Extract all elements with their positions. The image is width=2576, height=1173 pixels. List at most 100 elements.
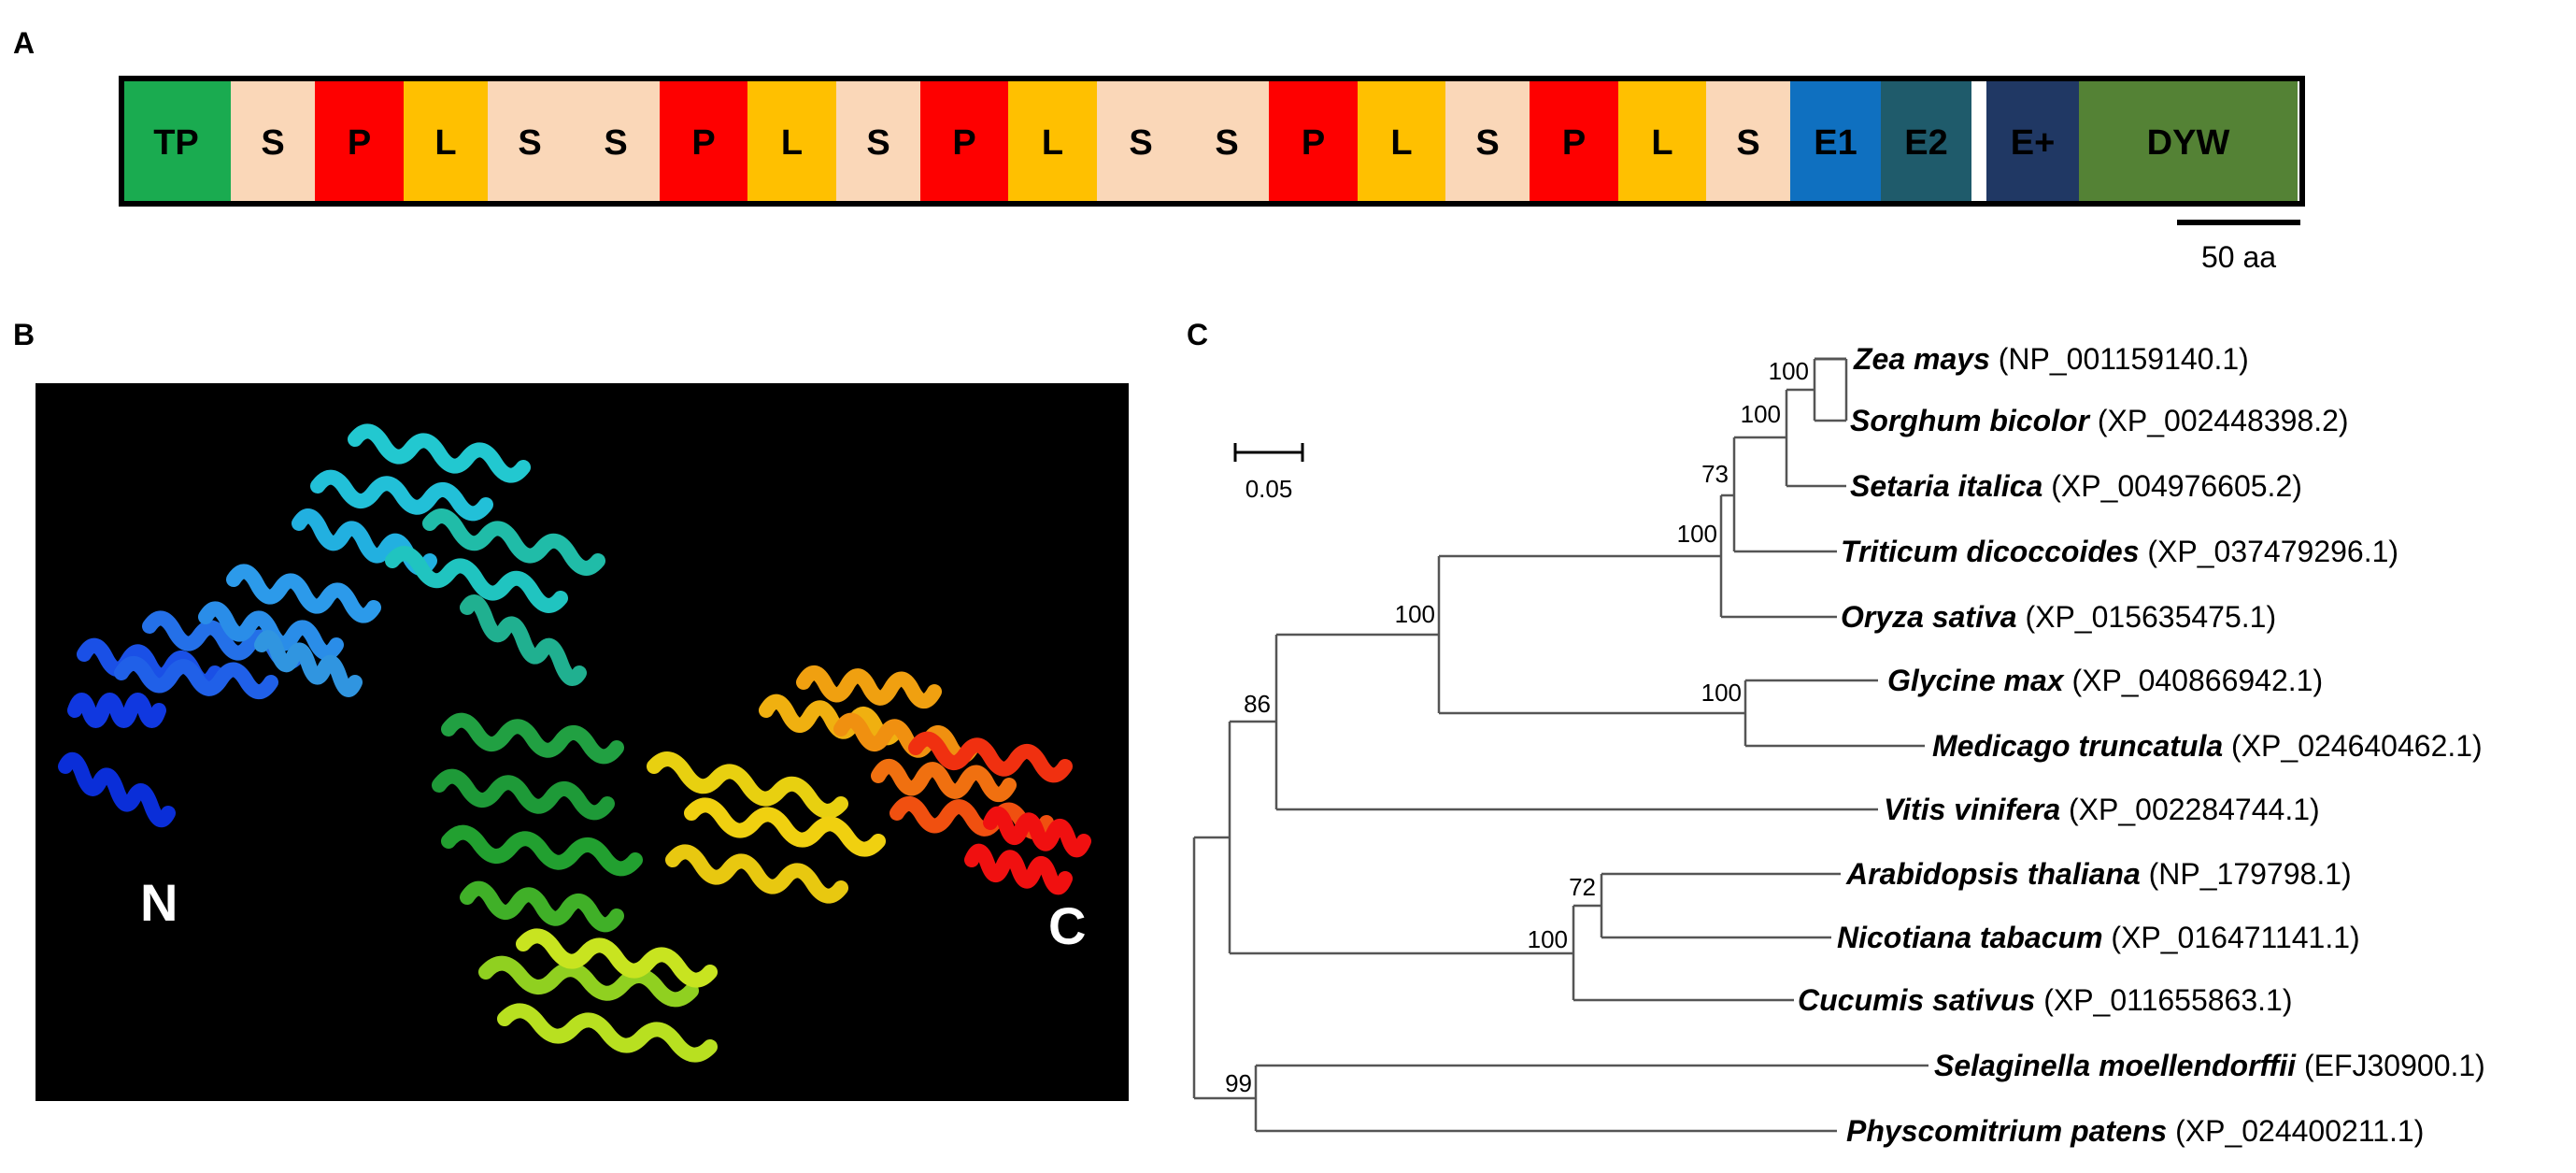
domain-segment-s-15 — [1445, 79, 1530, 204]
taxon-label-5: Glycine max (XP_040866942.1) — [1887, 664, 2323, 697]
taxon-label-4: Oryza sativa (XP_015635475.1) — [1841, 600, 2276, 634]
taxon-species-11: Selaginella moellendorffii — [1934, 1049, 2297, 1082]
taxon-species-10: Cucumis sativus — [1798, 983, 2035, 1017]
taxon-label-11: Selaginella moellendorffii (EFJ30900.1) — [1934, 1049, 2485, 1082]
helix-ribbon-7 — [254, 630, 363, 697]
taxon-species-9: Nicotiana tabacum — [1837, 921, 2103, 954]
domain-segment-p-6 — [660, 79, 747, 204]
helix-ribbon-11 — [385, 546, 568, 613]
helix-ribbon-19 — [497, 1003, 718, 1063]
helix-ribbons — [58, 423, 1091, 1063]
helix-ribbon-10 — [348, 423, 531, 483]
taxon-accession-1: (XP_002448398.2) — [2089, 404, 2349, 437]
taxon-label-3: Triticum dicoccoides (XP_037479296.1) — [1841, 535, 2398, 568]
helix-ribbon-0 — [58, 751, 176, 828]
taxon-species-2: Setaria italica — [1850, 469, 2042, 503]
tree-branches — [1192, 357, 1928, 1133]
helix-ribbon-3 — [114, 655, 278, 700]
n-terminus-label: N — [140, 873, 178, 932]
taxon-species-6: Medicago truncatula — [1932, 729, 2223, 763]
taxon-species-0: Zea mays — [1853, 342, 1990, 376]
helix-ribbon-29 — [908, 731, 1073, 783]
bootstrap-with-vitis: 86 — [1244, 690, 1271, 718]
domain-segment-gap-21 — [1971, 79, 1986, 204]
domain-segment-s-5 — [572, 79, 660, 204]
domain-segment-label-15: S — [1475, 123, 1499, 163]
taxon-label-0: Zea mays (NP_001159140.1) — [1853, 342, 2249, 376]
domain-segment-label-2: P — [348, 123, 371, 163]
helix-ribbon-30 — [983, 806, 1091, 858]
taxon-label-1: Sorghum bicolor (XP_002448398.2) — [1850, 404, 2349, 437]
helix-ribbon-17 — [460, 880, 624, 933]
tree-scale: 0.05 — [1233, 443, 1304, 503]
helix-ribbon-1 — [67, 693, 166, 728]
domain-segment-l-7 — [747, 79, 836, 204]
domain-segment-label-8: S — [866, 123, 890, 163]
domain-segment-label-18: S — [1736, 123, 1759, 163]
domain-segment-s-4 — [488, 79, 572, 204]
domain-segment-label-19: E1 — [1814, 123, 1857, 163]
panel-a-label: A — [13, 26, 36, 60]
taxon-species-12: Physcomitrium patens — [1846, 1114, 2167, 1148]
bootstrap-monocot-fabaceae: 100 — [1701, 679, 1742, 707]
domain-segment-label-17: L — [1651, 123, 1672, 163]
taxon-accession-0: (NP_001159140.1) — [1990, 342, 2249, 376]
bootstrap-glycine-medicago: 100 — [1395, 600, 1435, 628]
domain-segment-label-13: P — [1302, 123, 1325, 163]
domain-segment-label-1: S — [261, 123, 284, 163]
helix-ribbon-13 — [460, 594, 587, 686]
domain-segment-label-4: S — [518, 123, 541, 163]
domain-segment-e1-19 — [1790, 79, 1881, 204]
taxon-species-1: Sorghum bicolor — [1850, 404, 2091, 437]
bootstrap-grasses: 100 — [1677, 520, 1717, 548]
taxon-species-8: Arabidopsis thaliana — [1845, 857, 2141, 891]
branch-zea-sorghum — [1844, 359, 1848, 421]
panel-b-label: B — [13, 318, 36, 351]
taxon-label-6: Medicago truncatula (XP_024640462.1) — [1932, 729, 2483, 763]
domain-segment-l-3 — [404, 79, 488, 204]
domain-segment-label-23: DYW — [2147, 123, 2230, 163]
taxa-labels: Zea mays (NP_001159140.1) Sorghum bicolor… — [1798, 342, 2485, 1148]
taxon-accession-2: (XP_004976605.2) — [2042, 469, 2302, 503]
bootstrap-zea-sorghum: 100 — [1769, 357, 1809, 385]
taxon-label-9: Nicotiana tabacum (XP_016471141.1) — [1837, 921, 2360, 954]
helix-ribbon-24 — [759, 694, 904, 746]
bootstrap-with-triticum: 73 — [1701, 460, 1729, 488]
helix-ribbon-16 — [441, 824, 643, 877]
taxon-accession-9: (XP_016471141.1) — [2103, 921, 2360, 954]
domain-segment-s-11 — [1097, 79, 1185, 204]
taxon-species-4: Oryza sativa — [1841, 600, 2017, 634]
taxon-accession-6: (XP_024640462.1) — [2223, 729, 2483, 763]
domain-segment-label-6: P — [691, 123, 715, 163]
taxon-accession-12: (XP_024400211.1) — [2167, 1114, 2424, 1148]
taxon-label-12: Physcomitrium patens (XP_024400211.1) — [1846, 1114, 2424, 1148]
helix-ribbon-26 — [833, 712, 979, 765]
domain-segment-label-7: L — [781, 123, 803, 163]
domain-bar-outline — [119, 76, 2305, 207]
domain-segment-label-12: S — [1215, 123, 1238, 163]
panel-c-label: C — [1187, 318, 1209, 351]
helix-ribbon-31 — [964, 843, 1073, 895]
domain-segment-s-1 — [231, 79, 315, 204]
taxon-accession-11: (EFJ30900.1) — [2296, 1049, 2485, 1082]
domain-segment-dyw-23 — [2079, 79, 2298, 204]
taxon-accession-10: (XP_011655863.1) — [2035, 983, 2292, 1017]
domain-segment-label-20: E2 — [1904, 123, 1947, 163]
taxon-species-5: Glycine max — [1887, 664, 2065, 697]
taxon-accession-4: (XP_015635475.1) — [2017, 600, 2277, 634]
domain-segment-label-9: P — [952, 123, 975, 163]
taxon-accession-8: (NP_179798.1) — [2141, 857, 2352, 891]
domain-segment-label-0: TP — [153, 123, 199, 163]
helix-ribbon-27 — [871, 758, 1017, 803]
domain-segment-label-11: S — [1129, 123, 1152, 163]
domain-segment-e2-20 — [1881, 79, 1971, 204]
domain-segment-p-2 — [315, 79, 404, 204]
bootstrap-arabidopsis-nicotiana: 72 — [1569, 873, 1596, 901]
taxon-label-8: Arabidopsis thaliana (NP_179798.1) — [1845, 857, 2352, 891]
helix-ribbon-6 — [226, 564, 381, 623]
domain-segment-label-10: L — [1042, 123, 1063, 163]
